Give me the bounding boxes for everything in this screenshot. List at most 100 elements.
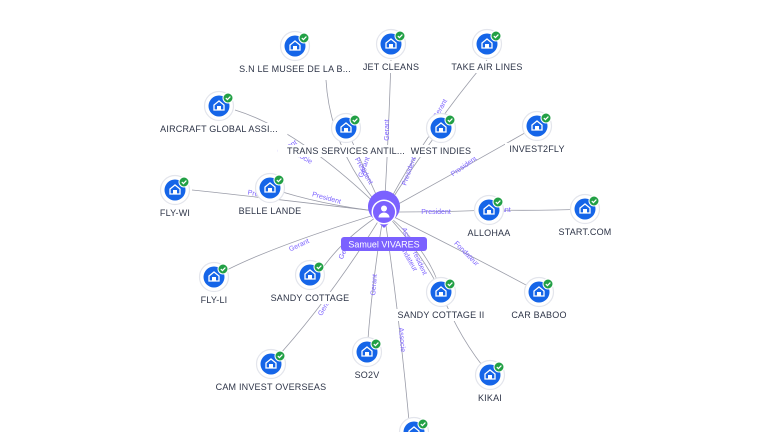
node-label-bg — [443, 61, 531, 73]
edge-6 — [383, 125, 538, 213]
company-node-west[interactable]: WEST INDIES — [406, 112, 476, 158]
node-label: START.COM — [559, 227, 612, 237]
node-label: SANDY COTTAGE — [271, 293, 350, 303]
building-icon — [385, 38, 397, 49]
node-label: JET CLEANS — [363, 62, 419, 72]
relation-label: President — [421, 209, 451, 216]
building-icon — [435, 122, 447, 133]
check-badge-icon — [492, 196, 504, 208]
center-person-node[interactable]: Samuel VIVARES — [341, 190, 427, 251]
check-badge-icon — [493, 361, 505, 373]
node-label: SO2V — [355, 370, 380, 380]
edge-16 — [383, 211, 540, 293]
building-icon — [213, 100, 225, 111]
building-icon — [531, 120, 543, 131]
node-label: FLY-LI — [201, 295, 228, 305]
company-node-musee[interactable]: S.N LE MUSEE DE LA B... — [226, 30, 364, 76]
node-label: TRANS SERVICES ANTIL... — [287, 146, 405, 156]
edge-14 — [366, 211, 385, 353]
node-label: TAKE AIR LINES — [451, 62, 522, 72]
check-badge-icon — [222, 92, 234, 104]
check-badge-icon — [588, 195, 600, 207]
company-node-invest2fly[interactable]: INVEST2FLY — [505, 110, 569, 156]
company-node-cam[interactable]: CAM INVEST OVERSEAS — [213, 348, 329, 394]
building-icon — [265, 358, 277, 369]
node-label: KIKAI — [478, 393, 502, 403]
node-label-bg — [505, 143, 569, 155]
building-icon — [484, 369, 496, 380]
company-node-flywi[interactable]: FLY-WI — [154, 174, 196, 220]
company-node-take[interactable]: TAKE AIR LINES — [443, 28, 531, 74]
check-badge-icon — [417, 418, 429, 430]
center-label: Samuel VIVARES — [348, 239, 419, 249]
node-label: CAR BABOO — [511, 310, 566, 320]
relation-label: Gerant — [370, 274, 379, 296]
node-label-bg — [472, 392, 508, 404]
node-label-bg — [406, 145, 476, 157]
company-node-carbaboo[interactable]: CAR BABOO — [509, 276, 569, 322]
node-label-bg — [226, 63, 364, 75]
node-label-bg — [213, 381, 329, 393]
building-icon — [169, 184, 181, 195]
node-label: CAM INVEST OVERSEAS — [216, 382, 327, 392]
check-badge-icon — [444, 278, 456, 290]
relation-label: President — [450, 155, 478, 178]
company-node-start[interactable]: START.COM — [555, 193, 615, 239]
building-icon — [208, 271, 220, 282]
node-label-bg — [465, 227, 513, 239]
check-badge-icon — [540, 112, 552, 124]
node-label-bg — [154, 207, 196, 219]
nodes-layer: S.N LE MUSEE DE LA B... JET CLEANS TAKE … — [150, 28, 615, 432]
node-label-bg — [392, 309, 490, 321]
building-icon — [481, 38, 493, 49]
company-node-sandy2[interactable]: SANDY COTTAGE II — [392, 276, 490, 322]
node-label-bg — [235, 205, 305, 217]
check-badge-icon — [542, 278, 554, 290]
company-node-allohaa[interactable]: ALLOHAA — [465, 194, 513, 240]
check-badge-icon — [349, 114, 361, 126]
company-node-sandy[interactable]: SANDY COTTAGE — [269, 259, 351, 305]
check-badge-icon — [273, 174, 285, 186]
check-badge-icon — [178, 176, 190, 188]
building-icon — [435, 286, 447, 297]
center-label-bg — [341, 237, 427, 251]
company-node-kikai[interactable]: KIKAI — [472, 359, 508, 405]
company-node-jet[interactable]: JET CLEANS — [359, 28, 423, 74]
person-icon — [378, 205, 390, 218]
company-node-trans[interactable]: TRANS SERVICES ANTIL... — [277, 112, 415, 158]
building-icon — [483, 204, 495, 215]
check-badge-icon — [394, 30, 406, 42]
check-badge-icon — [490, 30, 502, 42]
relation-label: Gerant — [384, 119, 391, 140]
node-label-bg — [509, 309, 569, 321]
node-label: ALLOHAA — [468, 228, 511, 238]
check-badge-icon — [370, 338, 382, 350]
node-label: AIRCRAFT GLOBAL ASSI... — [160, 124, 278, 134]
node-label: WEST INDIES — [411, 146, 472, 156]
building-icon — [579, 203, 591, 214]
building-icon — [289, 40, 301, 51]
node-label-bg — [277, 145, 415, 157]
check-badge-icon — [274, 350, 286, 362]
building-icon — [533, 286, 545, 297]
node-label: BELLE LANDE — [239, 206, 302, 216]
company-node-aircraft[interactable]: AIRCRAFT GLOBAL ASSI... — [150, 90, 288, 136]
building-icon — [340, 122, 352, 133]
check-badge-icon — [298, 32, 310, 44]
node-label: S.N LE MUSEE DE LA B... — [239, 64, 351, 74]
node-label: INVEST2FLY — [509, 144, 564, 154]
node-label-bg — [351, 369, 383, 381]
node-label-bg — [269, 292, 351, 304]
company-node-bottom[interactable] — [398, 416, 430, 432]
node-label-bg — [193, 294, 235, 306]
relation-label: Fondateur — [452, 240, 480, 268]
building-icon — [264, 182, 276, 193]
company-node-flyli[interactable]: FLY-LI — [193, 261, 235, 307]
center-pin-inner — [373, 201, 395, 223]
node-label-bg — [359, 61, 423, 73]
relation-label: President — [401, 156, 418, 186]
node-label-bg — [555, 226, 615, 238]
company-node-so2v[interactable]: SO2V — [351, 336, 383, 382]
company-node-belle[interactable]: BELLE LANDE — [235, 172, 305, 218]
